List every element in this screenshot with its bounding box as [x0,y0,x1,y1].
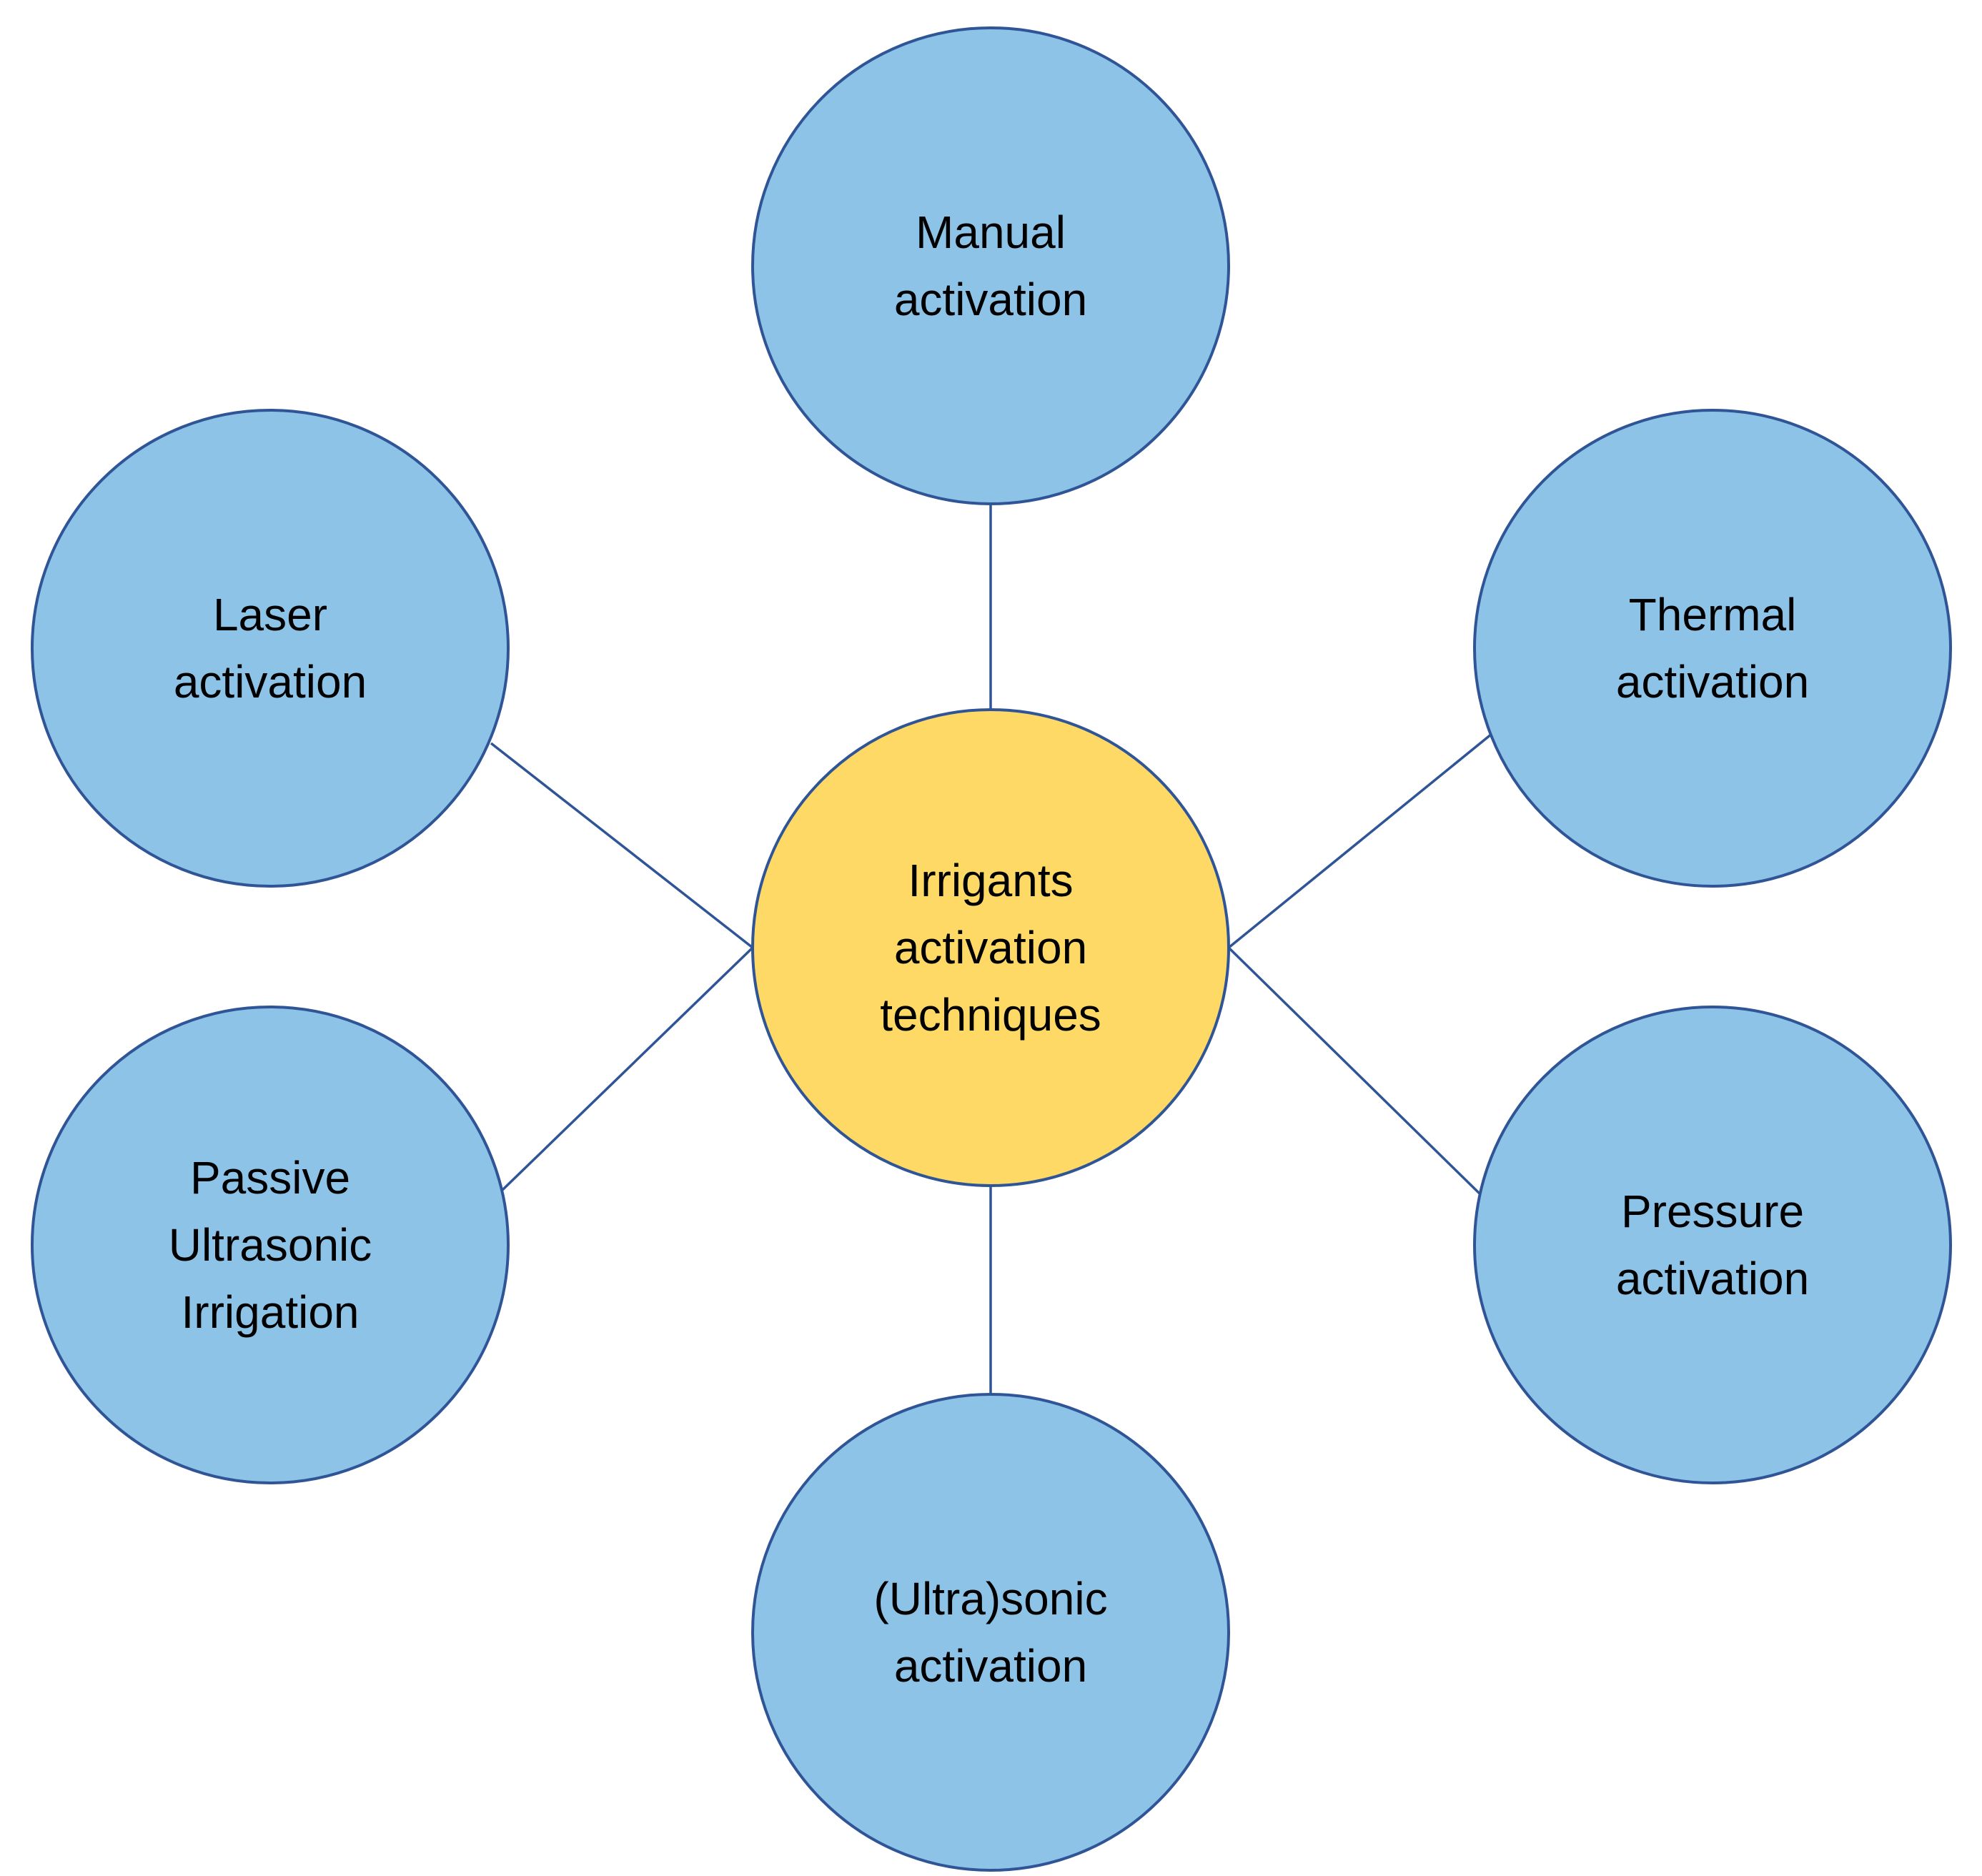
connector-passive-ultrasonic [501,946,754,1191]
node-thermal: Thermal activation [1473,409,1952,888]
node-ultrasonic-circle [751,1393,1230,1872]
node-ultrasonic: (Ultra)sonic activation [751,1393,1230,1872]
node-pressure: Pressure activation [1473,1006,1952,1484]
node-laser: Laser activation [31,409,510,888]
connector-thermal [1227,733,1493,949]
node-manual-label-line: Manual [916,207,1066,258]
node-laser-circle [31,409,510,888]
node-passive-ultrasonic-label-line: Irrigation [182,1286,360,1338]
node-pressure-circle [1473,1006,1952,1484]
center-node: Irrigants activation techniques [751,708,1230,1187]
node-thermal-label-line: Thermal [1629,589,1797,640]
connector-pressure [1227,946,1482,1196]
center-node-circle [751,708,1230,1187]
node-pressure-label-line: Pressure [1621,1186,1804,1237]
node-laser-label-line: activation [174,656,367,708]
connectors [490,504,1493,1394]
node-passive-ultrasonic-label-line: Ultrasonic [169,1219,372,1271]
node-manual: Manual activation [751,26,1230,505]
center-node-label-line: activation [894,922,1087,973]
center-node-label-line: Irrigants [908,855,1073,906]
node-thermal-label-line: activation [1616,656,1809,708]
connector-laser [490,742,754,949]
node-thermal-circle [1473,409,1952,888]
node-pressure-label-line: activation [1616,1253,1809,1304]
node-passive-ultrasonic-label-line: Passive [190,1152,350,1203]
node-passive-ultrasonic-circle [31,1006,510,1484]
node-ultrasonic-label-line: (Ultra)sonic [873,1573,1107,1624]
center-node-label-line: techniques [880,989,1101,1041]
node-manual-label-line: activation [894,274,1087,325]
node-ultrasonic-label-line: activation [894,1640,1087,1692]
nodes: Irrigants activation techniques Manual activ… [31,26,1952,1872]
node-laser-label-line: Laser [213,589,327,640]
node-manual-circle [751,26,1230,505]
